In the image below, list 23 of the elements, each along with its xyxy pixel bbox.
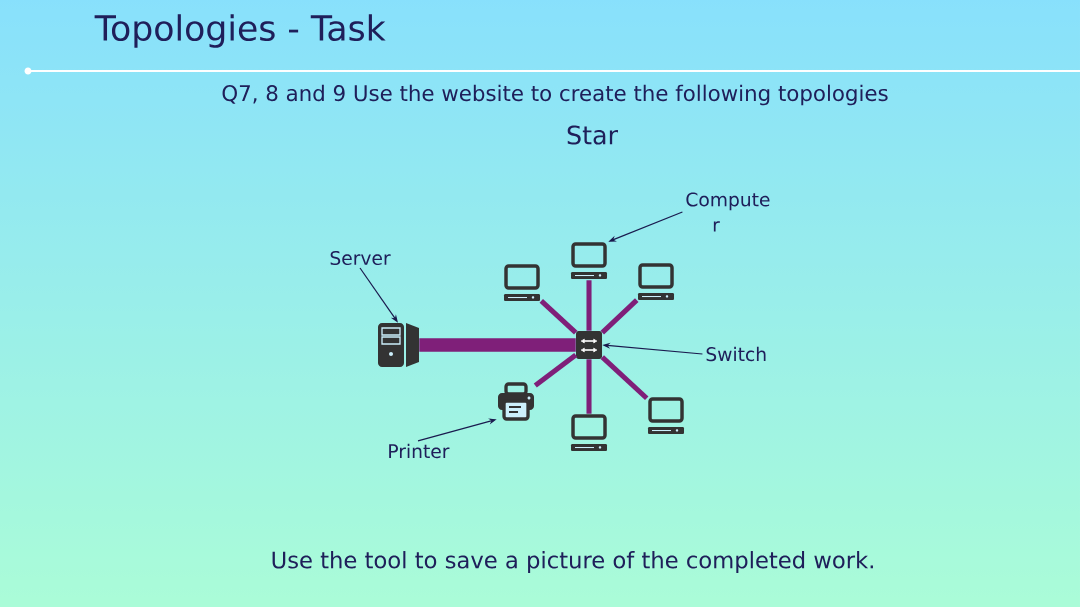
link-line xyxy=(539,298,578,335)
link-line xyxy=(586,280,592,331)
printer-drawing xyxy=(498,382,534,421)
link-line xyxy=(600,298,639,335)
callout-label: Switch xyxy=(706,346,766,362)
callout-label: Server xyxy=(330,250,391,266)
link-line xyxy=(419,338,576,352)
title: Topologies - Task xyxy=(94,14,386,48)
label-text: Q7, 8 and 9 Use the website to create the following topologies xyxy=(222,84,888,106)
computer-drawing xyxy=(504,264,540,301)
label-text: Use the tool to save a picture of the completed work. xyxy=(272,551,873,573)
switch-drawing xyxy=(576,331,602,359)
computer-drawing xyxy=(571,414,607,451)
computer-drawing xyxy=(648,397,684,434)
server-drawing xyxy=(378,323,419,367)
link-line xyxy=(600,355,649,401)
callout-label: Printer xyxy=(389,443,450,459)
computer-drawing xyxy=(638,263,674,300)
computer-drawing xyxy=(571,242,607,279)
link-line xyxy=(586,359,592,414)
label-text: Star xyxy=(567,125,618,145)
callout-label: Compute r xyxy=(686,192,770,232)
link-line xyxy=(533,352,578,388)
